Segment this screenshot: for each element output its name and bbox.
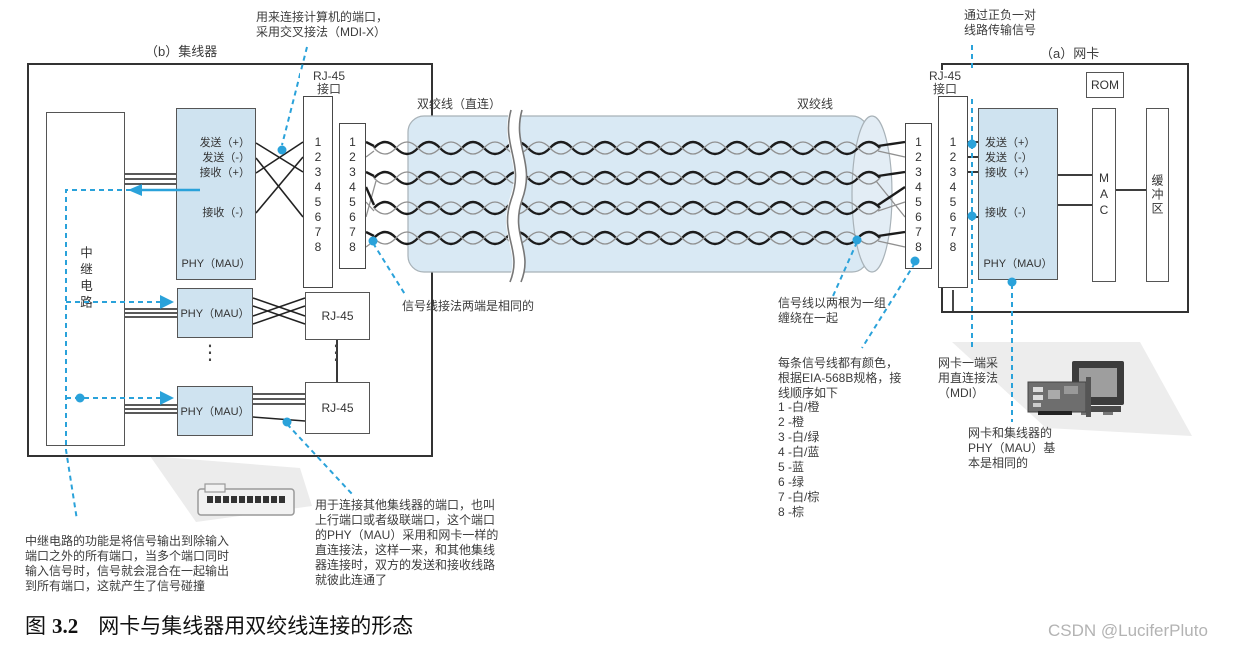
rom-box: ROM <box>1086 72 1124 98</box>
nic-phy-box: 发送（+） 发送（-） 接收（+） 接收（-） PHY（MAU） <box>978 108 1058 280</box>
watermark: CSDN @LuciferPluto <box>1048 621 1208 640</box>
hub-phy-bottom-label: PHY（MAU） <box>180 406 250 418</box>
annotation-relay-function: 中继电路的功能是将信号输出到除输入 端口之外的所有端口，当多个端口同时 输入信号… <box>25 534 230 593</box>
hub-rj45-bottom-box: RJ-45 <box>305 382 370 434</box>
annotation-mdi-note: 网卡一端采 用直连接法 （MDI） <box>938 356 999 400</box>
hub-port-ellipsis-left: ⋮ <box>200 342 220 364</box>
hub-send-plus-label: 发送（+） <box>199 137 250 149</box>
figure-caption-title: 网卡与集线器用双绞线连接的形态 <box>98 614 414 638</box>
hub-phy-bottom-box: PHY（MAU） <box>177 386 253 436</box>
nic-section-label: （a）网卡 <box>1040 46 1100 61</box>
mac-label: MAC <box>1097 171 1111 219</box>
hub-send-minus-label: 发送（-） <box>202 152 250 164</box>
signal-flow-arrowheads <box>128 184 174 405</box>
nic-recv-plus-label: 接收（+） <box>985 167 1036 179</box>
hub-phy-top-label: PHY（MAU） <box>181 258 251 270</box>
annotation-phy-same: 网卡和集线器的 PHY（MAU）基 本是相同的 <box>968 426 1056 470</box>
annotation-color-list: 1 -白/橙 2 -橙 3 -白/绿 4 -白/蓝 5 -蓝 6 -绿 7 -白… <box>778 400 820 519</box>
phy3-straight-wires <box>252 393 306 422</box>
cable-break-squiggle <box>506 108 528 285</box>
hub-phy-top-box: 发送（+） 发送（-） 接收（+） 接收（-） PHY（MAU） <box>176 108 256 280</box>
nic-rj45-plug <box>905 123 932 269</box>
relay-circuit-label: 中继电路 <box>78 246 92 312</box>
hub-rj45-mid-box: RJ-45 <box>305 292 370 340</box>
hub-rj45-socket <box>303 96 333 288</box>
cable-label-direct: 双绞线（直连） <box>417 97 502 111</box>
pair-leads-right <box>875 140 906 248</box>
relay-circuit-box: 中继电路 <box>46 112 125 446</box>
mdix-crossover-wires <box>255 141 304 218</box>
hub-rj45-mid-label: RJ-45 <box>321 309 354 323</box>
hub-socket-pin-numbers: 1 2 3 4 5 6 7 8 <box>314 135 322 254</box>
hub-plug-pin-numbers: 1 2 3 4 5 6 7 8 <box>349 135 356 254</box>
figure-caption-prefix: 图 <box>25 614 46 638</box>
twisted-pair <box>373 140 881 156</box>
hub-rj45-bottom-label: RJ-45 <box>321 401 354 415</box>
annotation-uplink-port: 用于连接其他集线器的端口，也叫 上行端口或者级联端口，这个端口 的PHY（MAU… <box>315 498 499 587</box>
nic-send-plus-label: 发送（+） <box>985 137 1036 149</box>
callout-dots <box>75 139 1017 427</box>
figure-caption-number: 3.2 <box>52 614 79 638</box>
nic-plug-pin-numbers: 1 2 3 4 5 6 7 8 <box>915 135 922 254</box>
nic-phy-label: PHY（MAU） <box>983 258 1053 270</box>
annotation-color-note: 每条信号线都有颜色， 根据EIA-568B规格，接 线顺序如下 <box>778 356 902 400</box>
nic-socket-pin-numbers: 1 2 3 4 5 6 7 8 <box>949 135 957 254</box>
annotation-same-both-ends: 信号线接法两端是相同的 <box>402 299 535 313</box>
hub-rj45-plug <box>339 123 366 269</box>
annotation-mdix-port: 用来连接计算机的端口， 采用交叉接法（MDI-X） <box>256 10 389 39</box>
rom-label: ROM <box>1091 78 1119 92</box>
hub-port-ellipsis-right: ⋮ <box>326 342 346 364</box>
cable-label-right: 双绞线 <box>797 97 834 111</box>
relay-phy-lines <box>125 173 177 414</box>
hub-recv-plus-label: 接收（+） <box>199 167 250 179</box>
annotation-signal-pair: 通过正负一对 线路传输信号 <box>964 8 1037 37</box>
hub-phy-mid-box: PHY（MAU） <box>177 288 253 338</box>
hub-rj45-port-label: RJ-45 接口 <box>300 70 358 96</box>
annotation-pair-twist: 信号线以两根为一组 缠绕在一起 <box>778 296 887 325</box>
callout-dashed-lines <box>65 45 1013 521</box>
phy2-crossed-wires <box>252 297 306 325</box>
buffer-box: 缓冲区 <box>1146 108 1169 282</box>
hub-device-illustration <box>197 483 295 516</box>
hub-section-label: （b）集线器 <box>145 44 218 59</box>
nic-rj45-socket <box>938 96 968 288</box>
mac-box: MAC <box>1092 108 1116 282</box>
nic-recv-minus-label: 接收（-） <box>985 207 1033 219</box>
nic-rj45-port-label: RJ-45 接口 <box>916 70 974 96</box>
hub-recv-minus-label: 接收（-） <box>202 207 250 219</box>
nic-send-minus-label: 发送（-） <box>985 152 1033 164</box>
nic-card-illustration <box>1027 377 1091 417</box>
hub-phy-mid-label: PHY（MAU） <box>180 308 250 320</box>
buffer-label: 缓冲区 <box>1150 174 1164 216</box>
